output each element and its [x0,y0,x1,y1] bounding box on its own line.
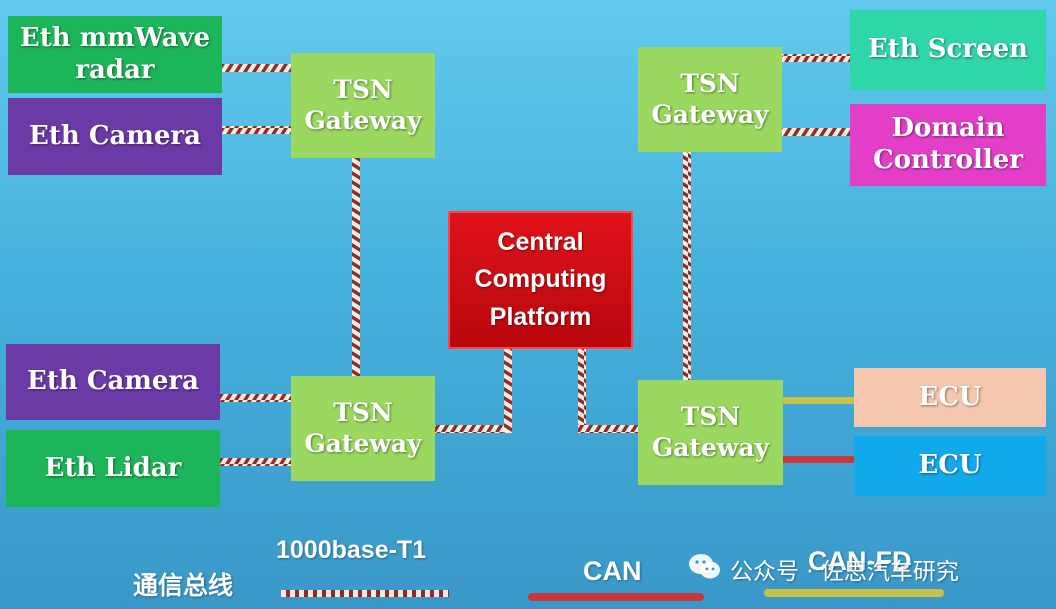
wire-ccp-to-gateway-br-h [578,425,638,433]
legend-swatch-can [528,593,704,601]
wire-gateway-tr-to-domain-controller [782,128,850,136]
legend-label-1000base-t1: 1000base-T1 [276,536,427,564]
legend-swatch-can-fd [764,589,944,597]
eth-camera-box-top: Eth Camera [8,98,222,175]
wire-ccp-to-gateway-br-v [578,349,586,433]
legend-label-can: CAN [583,556,642,586]
eth-lidar-box: Eth Lidar [6,430,220,507]
eth-mmwave-radar-box: Eth mmWave radar [8,16,222,93]
can-link-ecu-bottom [783,456,854,463]
wire-gateway-tl-to-gateway-bl [352,158,360,376]
legend-label-can-fd: CAN-FD [808,546,912,576]
legend-swatch-1000base-t1 [281,590,449,597]
wire-gateway-br-to-gateway-tr [683,152,691,380]
ecu-box-top: ECU [854,368,1046,427]
central-computing-platform: Central Computing Platform [448,211,633,349]
domain-controller-box: Domain Controller [850,104,1046,186]
eth-camera-box-bottom: Eth Camera [6,344,220,420]
tsn-gateway-top-right: TSN Gateway [638,47,782,152]
wire-lidar-to-gateway-bl [220,458,292,466]
wire-gateway-tr-to-screen [782,54,850,62]
wire-gateway-bl-to-ccp-h [435,425,512,433]
ecu-box-bottom: ECU [854,436,1046,496]
wire-camera-to-gateway-bl [220,394,292,402]
tsn-gateway-bottom-left: TSN Gateway [291,376,435,481]
wechat-icon [689,554,720,579]
wire-camera-to-gateway-tl [222,126,292,134]
canfd-link-ecu-top [783,397,854,404]
wire-gateway-bl-to-ccp-v [504,349,512,433]
tsn-gateway-bottom-right: TSN Gateway [638,380,783,485]
eth-screen-box: Eth Screen [850,10,1046,90]
wire-radar-to-gateway-tl [222,64,292,72]
tsn-gateway-top-left: TSN Gateway [291,53,435,158]
watermark-text: 公众号 · 佐思汽车研究 [730,559,959,585]
legend-title: 通信总线 [133,572,234,600]
